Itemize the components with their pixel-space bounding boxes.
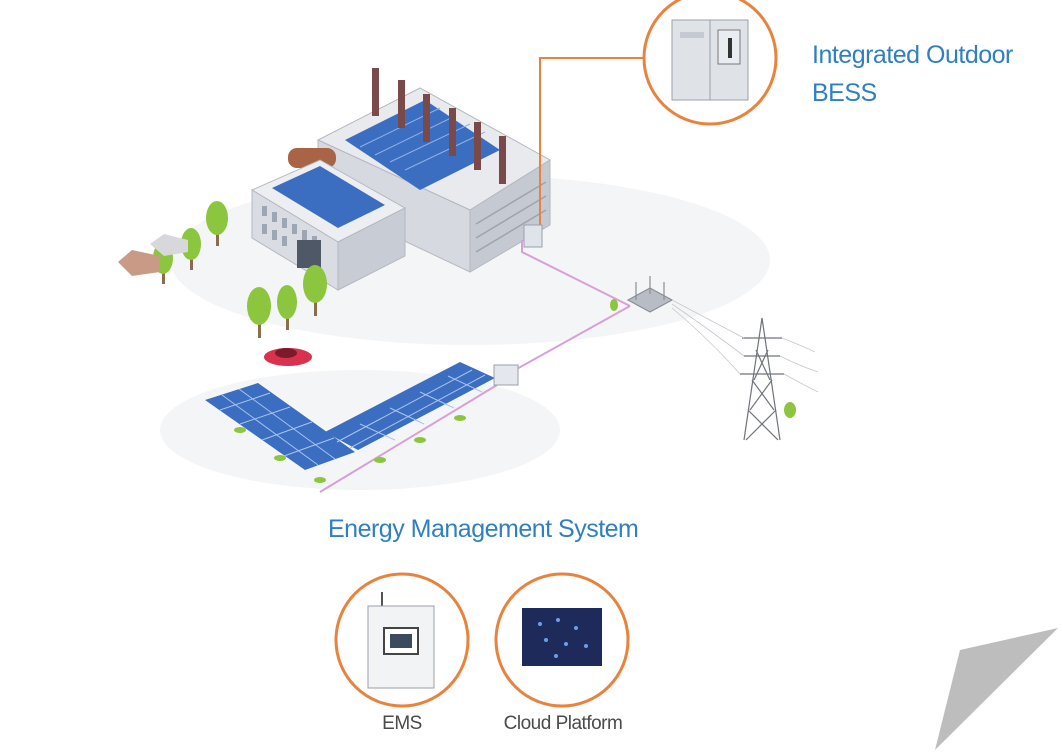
bess-cabinet-onsite [523,224,543,248]
ems-caption: EMS [382,713,422,734]
transmission-tower [671,299,819,441]
bess-label: Integrated Outdoor BESS [812,36,1062,112]
substation [610,276,674,313]
bess-callout [642,0,778,126]
ems-device-icon [334,572,470,708]
cloud-platform-icon [494,572,630,708]
bess-label-line1: Integrated Outdoor [812,41,1013,69]
energy-management-system-title: Energy Management System [328,515,639,543]
bess-label-line2: BESS [812,79,877,107]
parked-cars [118,234,312,366]
cloud-platform-caption: Cloud Platform [503,713,623,734]
office-building [250,159,407,291]
page-curl-fold [935,628,1058,750]
solar-carport-array [205,362,495,483]
chimney-stacks [372,68,506,184]
connection-lines [319,57,648,493]
inverter-box [493,364,519,386]
